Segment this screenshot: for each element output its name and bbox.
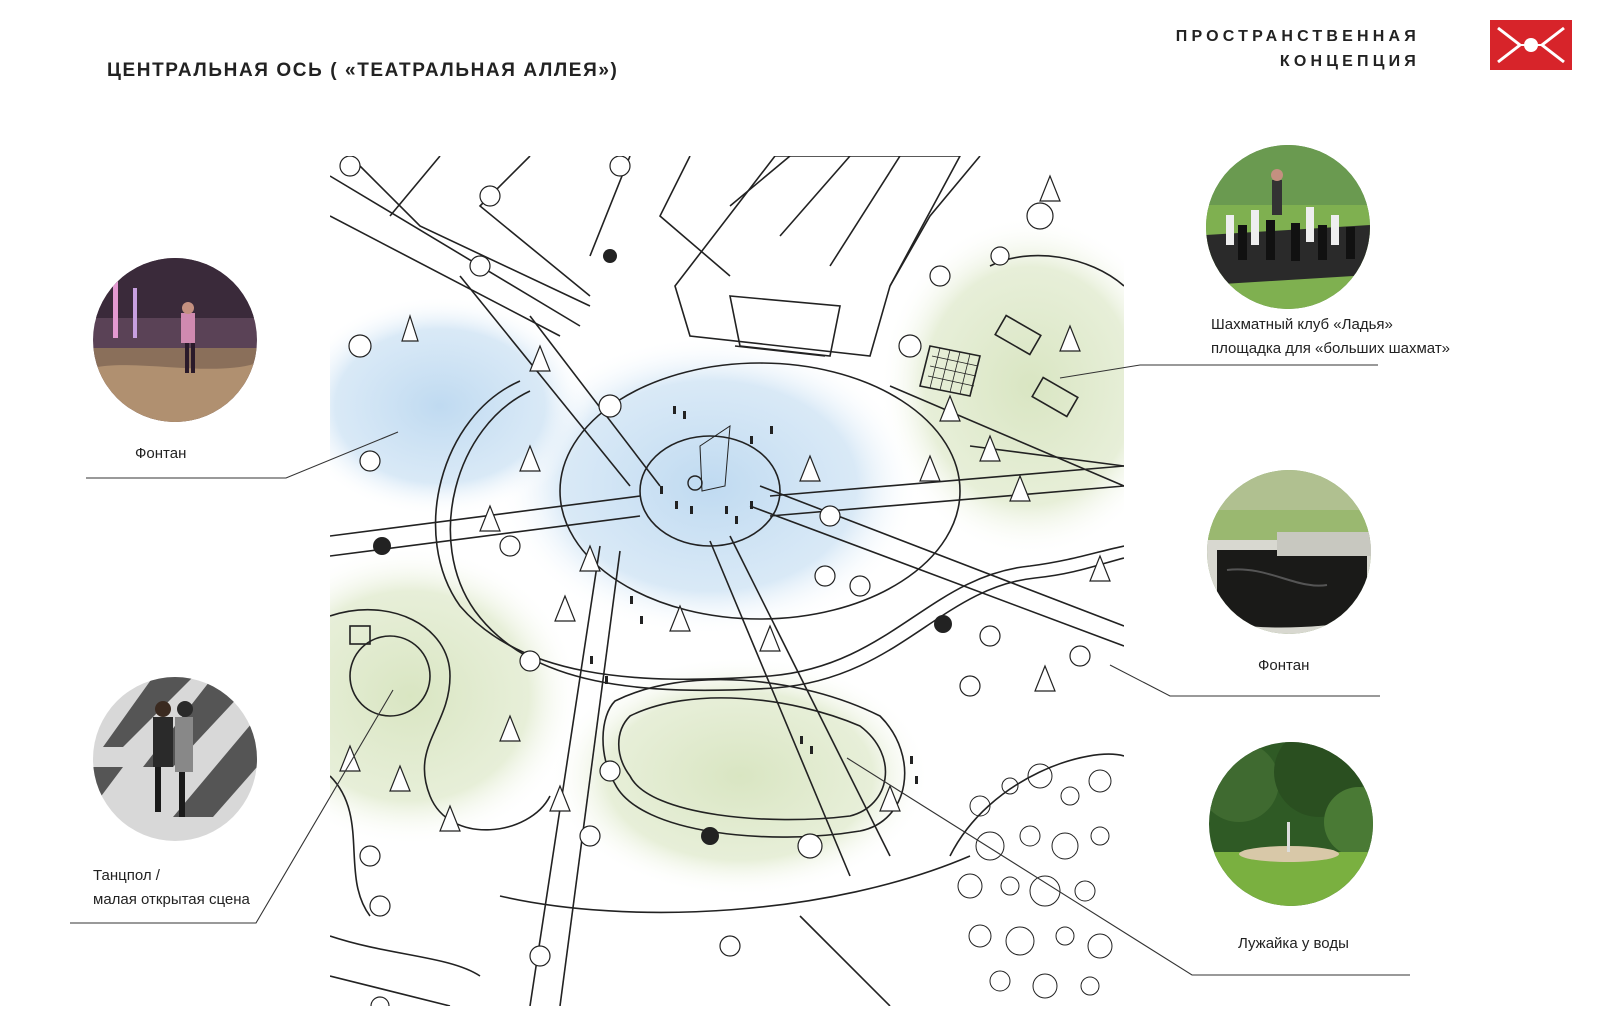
label-dance-floor: Танцпол / малая открытая сцена bbox=[93, 864, 250, 912]
photo-dance-floor bbox=[93, 677, 257, 841]
photo-lawn bbox=[1209, 742, 1373, 906]
brand-text: ПРОСТРАНСТВЕННАЯ КОНЦЕПЦИЯ bbox=[1176, 24, 1420, 74]
brand-line-1: ПРОСТРАНСТВЕННАЯ bbox=[1175, 28, 1420, 45]
brand-logo bbox=[1490, 20, 1572, 70]
photo-fountain-right bbox=[1207, 470, 1371, 634]
label-fountain-right: Фонтан bbox=[1258, 657, 1310, 674]
label-chess-club: Шахматный клуб «Ладья» площадка для «бол… bbox=[1211, 313, 1450, 361]
label-fountain-left: Фонтан bbox=[135, 445, 187, 462]
chess-club-line-1: Шахматный клуб «Ладья» bbox=[1211, 316, 1393, 333]
brand-line-2: КОНЦЕПЦИЯ bbox=[1279, 53, 1420, 70]
photo-fountain-left bbox=[93, 258, 257, 422]
dance-floor-line-1: Танцпол / bbox=[93, 867, 160, 884]
label-lawn: Лужайка у воды bbox=[1238, 935, 1349, 952]
site-plan bbox=[330, 156, 1124, 1006]
chess-club-line-2: площадка для «больших шахмат» bbox=[1211, 340, 1451, 357]
dance-floor-line-2: малая открытая сцена bbox=[93, 891, 250, 908]
photo-chess-club bbox=[1206, 145, 1370, 309]
page-title: ЦЕНТРАЛЬНАЯ ОСЬ ( «ТЕАТРАЛЬНАЯ АЛЛЕЯ») bbox=[107, 60, 619, 81]
